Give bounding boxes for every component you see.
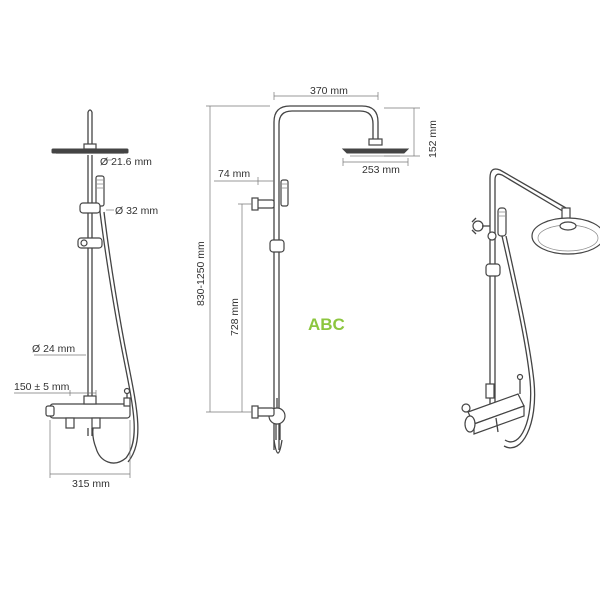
side-wall-bracket — [255, 199, 275, 209]
front-riser-top — [87, 112, 93, 146]
label-rail-height: 728 mm — [229, 298, 241, 336]
side-wall-plate — [251, 197, 259, 211]
iso-hose — [501, 235, 532, 443]
label-inlet-distance: 150 ± 5 mm — [14, 381, 70, 393]
side-riser-arm-outer — [278, 110, 374, 450]
iso-mixer-coupling — [485, 383, 495, 399]
front-riser-cap — [87, 109, 93, 113]
front-outlet — [87, 428, 93, 436]
front-holder — [79, 202, 101, 214]
side-view: 370 mm 152 mm 253 mm 74 mm 830-1250 mm 7… — [195, 85, 439, 454]
side-riser-arm-inner — [273, 105, 379, 450]
side-slider — [269, 239, 285, 253]
front-inlet-right — [91, 417, 101, 429]
front-inlet-left — [65, 417, 75, 429]
front-head-connector — [83, 143, 97, 150]
front-mixer-body — [49, 403, 131, 419]
dim-line-rail-height — [238, 203, 252, 412]
label-head-diameter: Ø 21.6 mm — [100, 156, 152, 168]
dim-line-mixer-width — [49, 420, 131, 478]
iso-mixer-knob — [461, 403, 471, 413]
iso-lever-tip — [516, 373, 524, 381]
front-rail-coupling — [83, 395, 97, 405]
front-view: Ø 21.6 mm Ø 32 mm Ø 24 mm 150 ± 5 mm 315… — [14, 109, 158, 490]
front-mixer-right-neck — [123, 397, 131, 407]
dim-line-total-height — [206, 105, 270, 413]
iso-handshower-face — [499, 211, 505, 217]
label-arm-length: 370 mm — [310, 85, 348, 97]
label-wall-offset: 74 mm — [218, 168, 250, 180]
side-lower-wall-plate — [251, 405, 259, 419]
iso-mixer-front — [473, 405, 525, 435]
iso-riser — [489, 178, 496, 412]
label-total-height: 830-1250 mm — [195, 241, 207, 306]
iso-head-cap — [559, 221, 577, 231]
perspective-view — [461, 168, 600, 449]
side-mixer-inlet — [255, 407, 275, 417]
label-mixer-width: 315 mm — [72, 478, 110, 490]
front-handshower-face — [97, 179, 103, 189]
label-handshower-diameter: Ø 32 mm — [115, 205, 158, 217]
iso-hose-outer — [503, 235, 536, 449]
label-head-width: 253 mm — [362, 164, 400, 176]
front-handshower — [95, 175, 105, 207]
label-rail-diameter: Ø 24 mm — [32, 343, 75, 355]
dim-line-head-width — [342, 158, 409, 166]
iso-rail-clamp — [487, 231, 497, 241]
iso-outlet — [495, 417, 499, 433]
front-hose-outer — [103, 211, 139, 463]
front-hose — [92, 211, 135, 464]
iso-mixer-left-cap — [464, 415, 476, 433]
side-hose-loop — [273, 439, 283, 454]
label-arm-drop: 152 mm — [427, 120, 439, 158]
front-slider-knob — [80, 239, 88, 247]
side-handshower-face — [282, 183, 287, 189]
side-outlet — [275, 424, 281, 440]
dim-line-inlet-distance — [14, 390, 97, 396]
front-mixer-left-handle — [45, 405, 55, 417]
iso-arm — [489, 168, 567, 214]
side-shower-head — [341, 148, 410, 154]
iso-wall-bracket — [472, 220, 484, 232]
side-head-connector — [368, 138, 383, 146]
side-handshower — [280, 179, 289, 207]
dim-line-wall-offset — [214, 177, 274, 185]
front-lever-tip — [123, 387, 131, 395]
iso-bracket-screws — [471, 217, 477, 235]
dim-line-arm-drop — [384, 107, 420, 157]
watermark-logo: ABC — [308, 315, 345, 334]
front-rail — [87, 155, 93, 398]
dim-line-arm-length — [273, 92, 379, 100]
iso-slider — [485, 263, 501, 277]
